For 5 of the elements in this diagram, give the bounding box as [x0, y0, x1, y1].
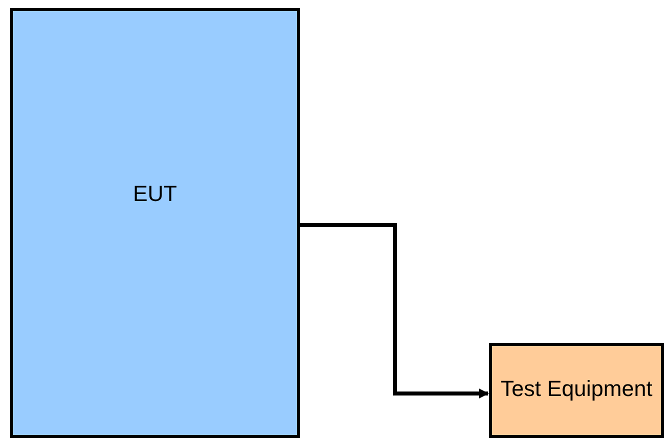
process-box	[10, 8, 300, 438]
arrow	[300, 223, 489, 398]
process-box	[489, 343, 664, 438]
box-label: EUT	[133, 180, 177, 208]
box-label: Test Equipment	[500, 374, 654, 403]
